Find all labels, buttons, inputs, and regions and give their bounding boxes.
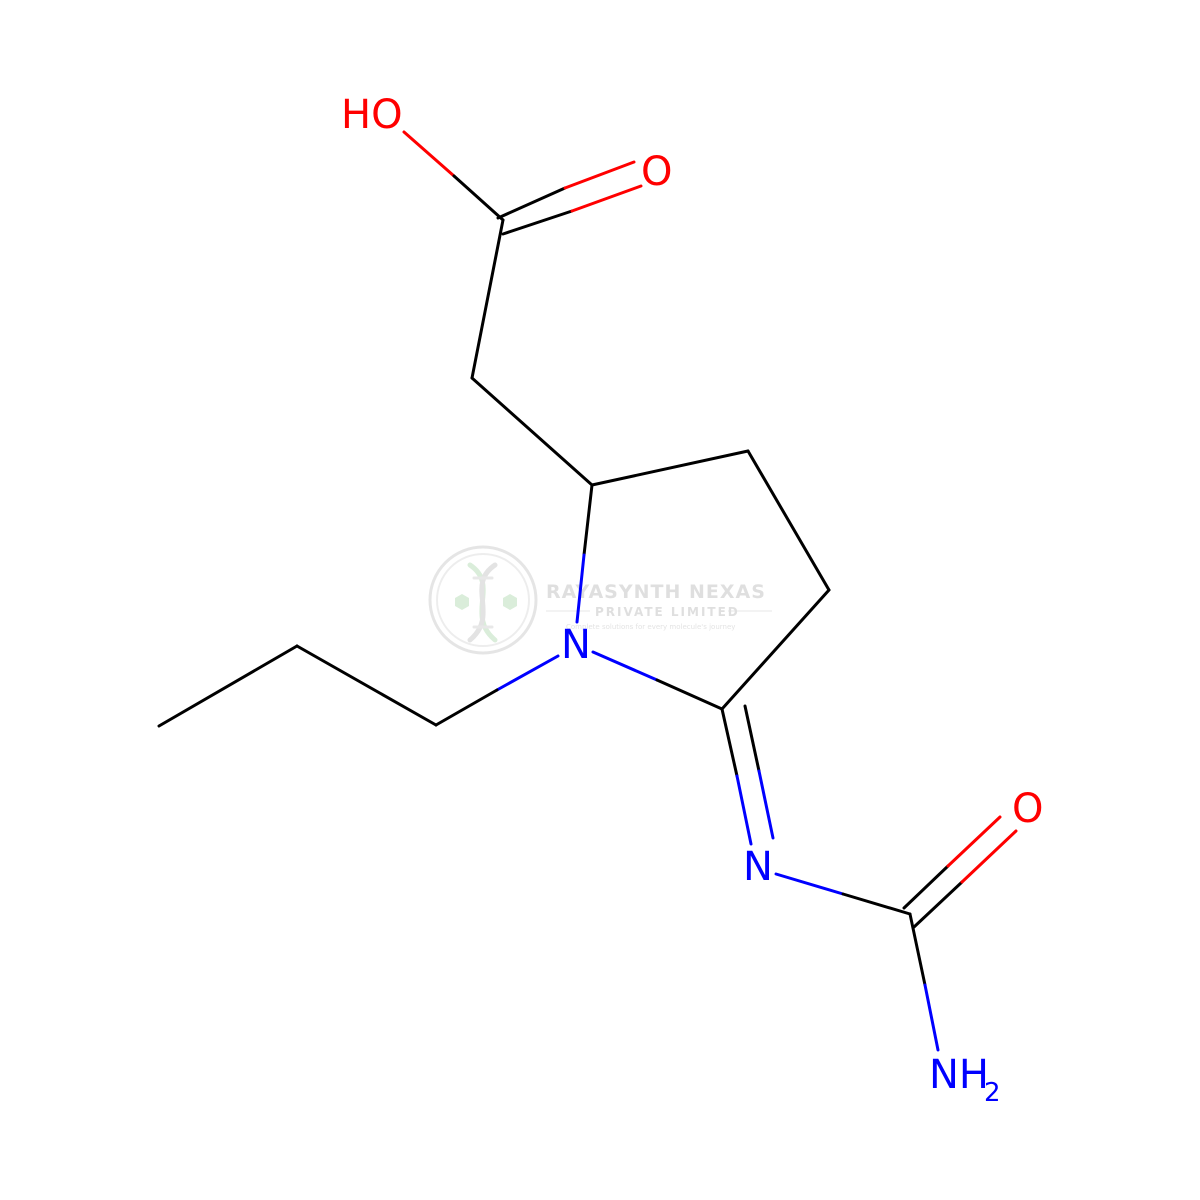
atom-label-amine-subscript: 2 xyxy=(984,1078,1001,1108)
bond-imine-urea xyxy=(841,892,912,916)
dna-helix-icon xyxy=(455,562,517,643)
bond-imine-2 xyxy=(743,704,761,773)
bond-propyl-1 xyxy=(295,644,438,727)
watermark-company: RAYASYNTH NEXAS xyxy=(546,581,766,603)
bond-methylene-ring xyxy=(470,376,594,487)
bond-imine-1 xyxy=(735,774,753,846)
bond-ring-c2-c3 xyxy=(590,449,750,487)
bond-acid-methylene xyxy=(470,218,505,380)
bond-carbonyl-acid-2 xyxy=(501,209,574,236)
atom-label-amine: NH xyxy=(929,1052,989,1098)
bond-imine-2 xyxy=(757,769,775,840)
bond-urea-amine xyxy=(923,983,940,1052)
bonds xyxy=(157,130,1018,1052)
bond-ring-c3-c4 xyxy=(746,449,831,592)
watermark-ring-outer xyxy=(428,545,538,655)
atom-label-urea-oxygen: O xyxy=(1012,786,1043,832)
atom-labels: HO O N N O NH 2 xyxy=(341,92,1043,1108)
bond-carbonyl-acid-1 xyxy=(563,160,636,190)
bond-n-propyl xyxy=(495,654,560,692)
watermark-tagline: Complete solutions for every molecule's … xyxy=(566,623,735,631)
bond-n-propyl xyxy=(434,688,499,727)
bond-hydroxyl-carbon xyxy=(452,174,505,222)
bond-ring-c2-n xyxy=(575,553,586,624)
bond-urea-carbonyl-2 xyxy=(912,880,964,929)
atom-label-hydroxyl: HO xyxy=(341,92,403,138)
bond-urea-carbonyl-2 xyxy=(960,829,1018,884)
bond-propyl-2 xyxy=(157,644,299,728)
atom-label-ring-nitrogen: N xyxy=(561,622,591,668)
bond-ring-n-c5 xyxy=(655,678,724,711)
watermark-ring-inner xyxy=(436,553,530,647)
bond-imine-1 xyxy=(720,707,739,778)
bond-hydroxyl-carbon xyxy=(402,130,456,178)
atom-label-imine-nitrogen: N xyxy=(743,844,773,890)
atom-label-carbonyl-oxygen: O xyxy=(641,149,672,195)
bond-imine-urea xyxy=(774,872,845,896)
bond-urea-carbonyl-1 xyxy=(946,815,1002,868)
bond-urea-amine xyxy=(908,912,927,987)
bond-ring-c4-c5 xyxy=(720,588,831,711)
bond-carbonyl-acid-1 xyxy=(496,186,567,220)
watermark-subtitle: PRIVATE LIMITED xyxy=(595,605,740,619)
bond-urea-carbonyl-1 xyxy=(902,864,950,910)
bond-carbonyl-acid-2 xyxy=(570,184,643,213)
bond-ring-c2-n xyxy=(582,483,594,557)
bond-ring-n-c5 xyxy=(591,650,659,682)
watermark: RAYASYNTH NEXAS PRIVATE LIMITED Complete… xyxy=(428,545,772,655)
